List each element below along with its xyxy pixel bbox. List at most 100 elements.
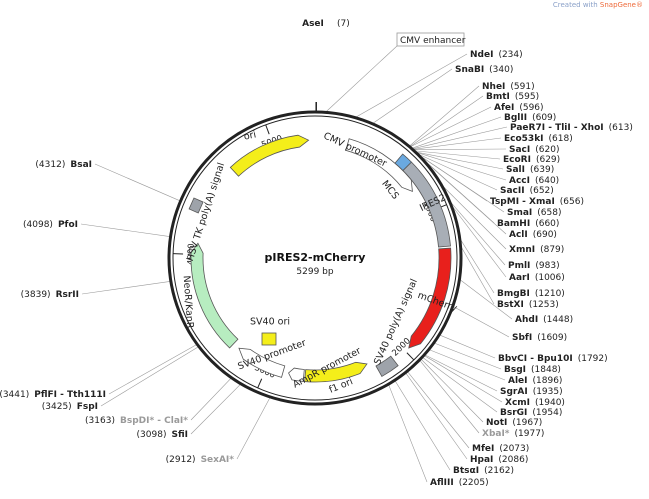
plasmid-size: 5299 bp <box>296 267 333 277</box>
site-name-saci: SacI <box>509 145 530 155</box>
site-pos-ahdi: (1448) <box>543 315 573 325</box>
site-ndei: NdeI(234) <box>470 50 523 60</box>
watermark-prefix: Created with <box>552 1 598 9</box>
site-bmgbi: BmgBI(1210) <box>497 289 565 299</box>
site-name-ahdi: AhdI <box>515 315 538 325</box>
site-aari: AarI (1006) <box>509 273 565 283</box>
site-sbfi: SbfI(1609) <box>512 333 567 343</box>
site-pos-acci: (640) <box>535 176 559 186</box>
site-pos-sgrai: (1935) <box>533 387 563 397</box>
site-name-bmti: BmtI <box>486 92 510 102</box>
site-pos-xmni: (879) <box>540 245 564 255</box>
feature-label-sv40-ori: SV40 ori <box>250 317 290 328</box>
site-smai: SmaI(658) <box>507 208 562 218</box>
site-pos-bspdi-clai: (3163) <box>85 416 115 426</box>
site-pos-alei: (1896) <box>533 376 563 386</box>
site-name-ndei: NdeI <box>470 50 493 60</box>
site-name-rsrii: RsrII <box>56 290 79 300</box>
site-sacii: SacII(652) <box>500 186 554 196</box>
site-asei: AseI (7) <box>302 19 350 113</box>
site-pos-bstxi: (1253) <box>529 300 559 310</box>
site-name-snabi: SnaBI <box>455 65 484 75</box>
site-ecori: EcoRI(629) <box>503 155 560 165</box>
site-bsgi: BsgI (1848) <box>504 365 561 375</box>
site-name-noti: NotI <box>486 418 507 428</box>
site-name-afliii: AflIII <box>430 478 454 488</box>
site-bglii: BglII(609) <box>504 113 556 123</box>
plasmid-name: pIRES2-mCherry <box>265 251 366 264</box>
site-bsai: BsaI(4312) <box>35 160 92 170</box>
site-acci: AccI (640) <box>509 176 559 186</box>
site-name-acci: AccI <box>509 176 530 186</box>
site-pos-sfii: (3098) <box>137 430 167 440</box>
backbone-inner <box>172 115 458 401</box>
site-name-aari: AarI <box>509 273 530 283</box>
site-alei: AleI (1896) <box>508 376 562 386</box>
site-pos-bsrgi: (1954) <box>532 408 562 418</box>
site-name-bglii: BglII <box>504 113 527 123</box>
site-bstxi: BstXI (1253) <box>497 300 559 310</box>
site-pos-aari: (1006) <box>535 273 565 283</box>
tick-mark-5000 <box>265 124 270 135</box>
site-saci: SacI(620) <box>509 145 559 155</box>
site-pos-sacii: (652) <box>530 186 554 196</box>
site-name-bsai: BsaI <box>70 160 92 170</box>
site-nhei: NheI(591) <box>482 82 535 92</box>
site-sexai: SexAI*(2912) <box>166 455 235 465</box>
site-sfii: SfiI(3098) <box>137 430 188 440</box>
site-name-paer7i-tlii-xhoi: PaeR7I - TliI - XhoI <box>510 123 604 133</box>
site-name-sali: SalI <box>506 165 525 175</box>
site-pmli: PmlI(983) <box>508 261 560 271</box>
site-pos-bamhi: (660) <box>535 219 559 229</box>
site-name-asei: AseI <box>302 19 324 29</box>
site-cmv-enhancer: CMV enhancer <box>396 32 466 47</box>
watermark-brand: SnapGene® <box>599 1 643 9</box>
site-pfoi: PfoI(4098) <box>23 220 78 230</box>
feature-label-ori: ori <box>243 129 257 142</box>
site-sali: SalI (639) <box>506 165 554 175</box>
site-pos-eco53ki: (618) <box>549 134 573 144</box>
site-pos-noti: (1967) <box>512 418 542 428</box>
site-noti: NotI (1967) <box>486 418 542 428</box>
site-name-afei: AfeI <box>494 103 514 113</box>
site-name-bmgbi: BmgBI <box>497 289 530 299</box>
site-xcmi: XcmI(1940) <box>505 398 565 408</box>
site-name-bsgi: BsgI <box>504 365 526 375</box>
site-pos-paer7i-tlii-xhoi: (613) <box>609 123 633 133</box>
tick-mark-3000 <box>257 378 263 389</box>
site-pos-afliii: (2205) <box>459 478 489 488</box>
site-pos-snabi: (340) <box>489 65 513 75</box>
site-pos-bts-i: (2162) <box>484 466 514 476</box>
site-name-sgrai: SgrAI <box>500 387 528 397</box>
site-fspi: FspI(3425) <box>42 402 98 412</box>
site-pos-bsgi: (1848) <box>531 365 561 375</box>
site-mfei: MfeI(2073) <box>472 444 529 454</box>
leader-lines <box>80 45 513 483</box>
feature-label-neor-kanr: NeoR/KanR <box>181 275 196 329</box>
site-snabi: SnaBI (340) <box>455 65 513 75</box>
feature-sv40-poly-a-signal <box>375 355 399 377</box>
site-rsrii: RsrII(3839) <box>21 290 79 300</box>
site-name-bspdi-clai: BspDI* - ClaI* <box>120 416 188 426</box>
site-afei: AfeI(596) <box>494 103 544 113</box>
site-pos-mfei: (2073) <box>499 444 529 454</box>
site-pos-smai: (658) <box>537 208 561 218</box>
site-pos-hpai: (2086) <box>498 455 528 465</box>
site-name-bstxi: BstXI <box>497 300 524 310</box>
site-pos-sali: (639) <box>530 165 554 175</box>
site-pos-acli: (690) <box>533 230 557 240</box>
feature-neor-kanr <box>190 242 239 349</box>
feature-sv40-ori <box>261 332 277 346</box>
site-bbvci-bpu10i: BbvCI - Bpu10I(1792) <box>498 354 608 364</box>
site-pos-asei: (7) <box>337 19 350 29</box>
site-pos-sexai: (2912) <box>166 455 196 465</box>
site-bmti: BmtI(595) <box>486 92 539 102</box>
site-eco53ki: Eco53kI(618) <box>504 134 573 144</box>
site-name-alei: AleI <box>508 376 528 386</box>
site-afliii: AflIII (2205) <box>430 478 489 488</box>
site-pos-tspmi-xmai: (656) <box>560 197 584 207</box>
tick-mark-2000 <box>406 352 415 361</box>
site-name-tspmi-xmai: TspMI - XmaI <box>490 197 555 207</box>
